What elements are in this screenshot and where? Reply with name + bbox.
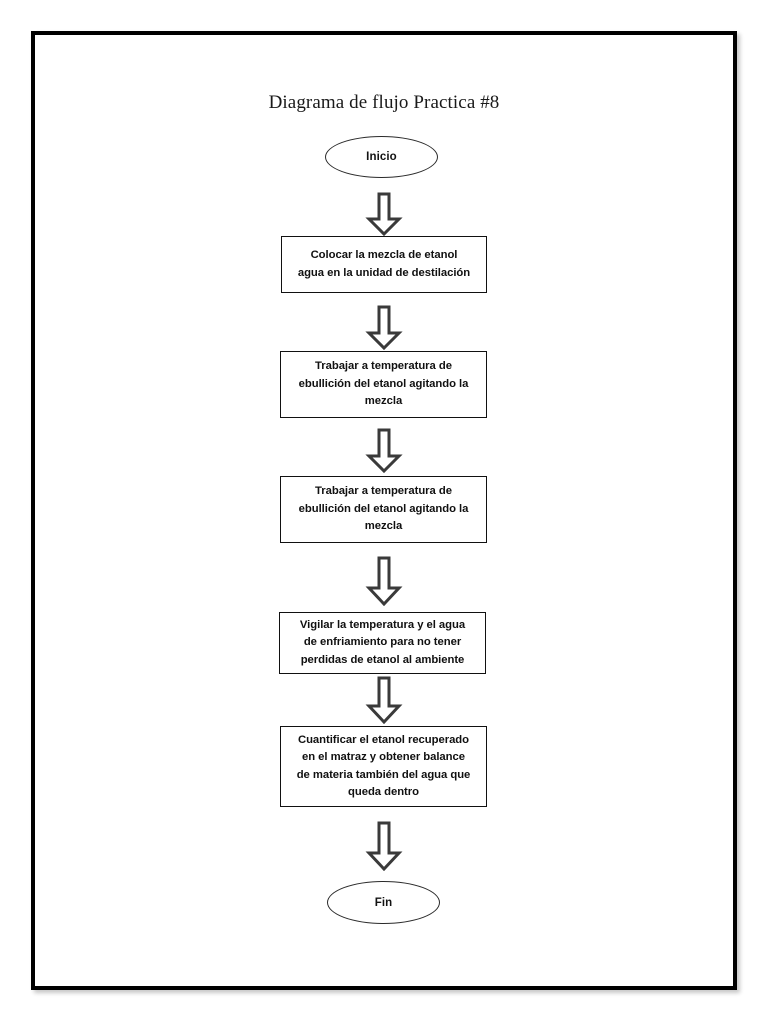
flow-node-step-1[interactable]: Colocar la mezcla de etanol agua en la u…: [281, 236, 487, 293]
down-block-arrow-icon: [365, 556, 403, 606]
flow-node-label: Trabajar a temperatura de ebullición del…: [298, 485, 469, 533]
flow-node-step-2[interactable]: Trabajar a temperatura de ebullición del…: [280, 351, 487, 418]
flow-node-step-4[interactable]: Vigilar la temperatura y el agua de enfr…: [279, 612, 486, 674]
flow-node-inicio[interactable]: Inicio: [325, 136, 438, 178]
down-block-arrow-icon: [365, 192, 403, 236]
down-block-arrow-icon: [365, 821, 403, 871]
flow-node-label: Vigilar la temperatura y el agua de enfr…: [299, 618, 466, 666]
flow-node-label: Inicio: [366, 151, 397, 163]
down-block-arrow-icon: [365, 305, 403, 350]
flow-node-step-3[interactable]: Trabajar a temperatura de ebullición del…: [280, 476, 487, 543]
flow-node-label: Trabajar a temperatura de ebullición del…: [298, 360, 469, 408]
flow-node-fin[interactable]: Fin: [327, 881, 440, 924]
flow-node-label: Colocar la mezcla de etanol agua en la u…: [297, 249, 471, 279]
page-title: Diagrama de flujo Practica #8: [268, 92, 500, 113]
down-block-arrow-icon: [365, 676, 403, 724]
flow-node-label: Fin: [374, 896, 393, 909]
flow-node-label: Cuantificar el etanol recuperado en el m…: [296, 733, 471, 799]
flow-node-step-5[interactable]: Cuantificar el etanol recuperado en el m…: [280, 726, 487, 807]
down-block-arrow-icon: [365, 428, 403, 473]
